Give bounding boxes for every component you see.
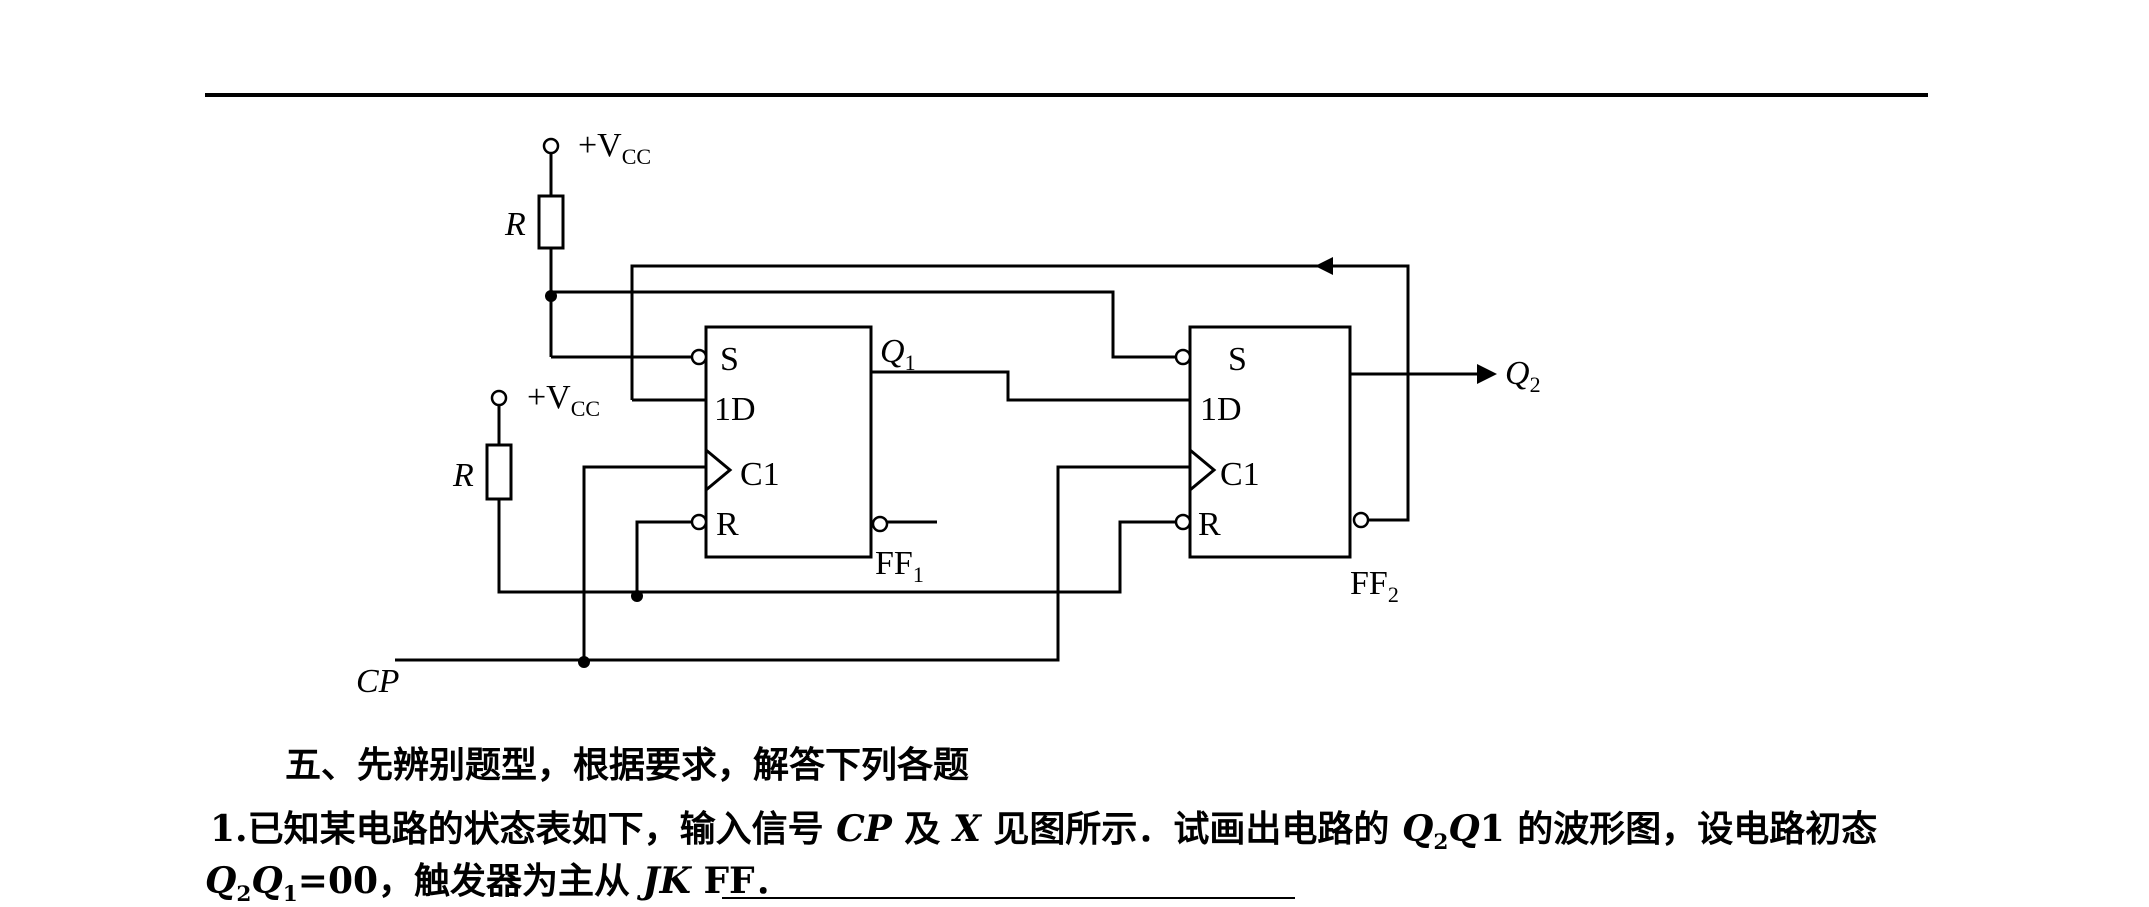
ff2-clock-indicator (1189, 448, 1217, 492)
ff2-name-label: FF2 (1350, 565, 1399, 607)
ff2-r-bubble (1174, 513, 1192, 531)
ff1-box (704, 325, 873, 559)
question-line-2: Q2Q1=00，触发器为主从 JK FF． (205, 860, 791, 907)
ff1-d-label: 1D (714, 391, 756, 428)
ff2-s-bubble (1174, 348, 1192, 366)
vcc-top-label: +VCC (578, 127, 651, 169)
vcc-top-terminal (542, 137, 560, 155)
feedback-arrow (1315, 257, 1333, 275)
ff1-s-bubble (690, 348, 708, 366)
cp-label: CP (356, 663, 399, 700)
ff2-qbar-bubble (1352, 511, 1370, 529)
ff2-c-label: C1 (1220, 456, 1260, 493)
ff1-c-label: C1 (740, 456, 780, 493)
ff2-r-label: R (1198, 506, 1221, 543)
ff1-r-bubble (690, 513, 708, 531)
ff1-clock-indicator (705, 448, 733, 492)
ff1-s-label: S (720, 341, 739, 378)
ff2-box (1188, 325, 1352, 559)
resistor-mid (485, 443, 513, 501)
q2-output-arrow (1477, 364, 1497, 384)
ff2-s-label: S (1228, 341, 1247, 378)
ff2-d-label: 1D (1200, 391, 1242, 428)
junction-cp (578, 656, 590, 668)
ff1-name-label: FF1 (875, 545, 924, 587)
vcc-mid-label: +VCC (527, 379, 600, 421)
vcc-mid-terminal (490, 389, 508, 407)
resistor-mid-label: R (452, 457, 474, 494)
ff1-q-label: Q1 (880, 333, 916, 375)
junction-reset (631, 590, 643, 602)
resistor-top-label: R (504, 206, 526, 243)
ff1-qbar-bubble (871, 515, 889, 533)
ff1-r-label: R (716, 506, 739, 543)
ff2-q-label: Q2 (1505, 355, 1541, 397)
section-heading: 五、先辨别题型，根据要求，解答下列各题 (285, 744, 970, 786)
question-line-1: 1.已知某电路的状态表如下，输入信号 CP 及 X 见图所示．试画出电路的 Q2… (210, 808, 1878, 856)
resistor-top (537, 194, 565, 250)
